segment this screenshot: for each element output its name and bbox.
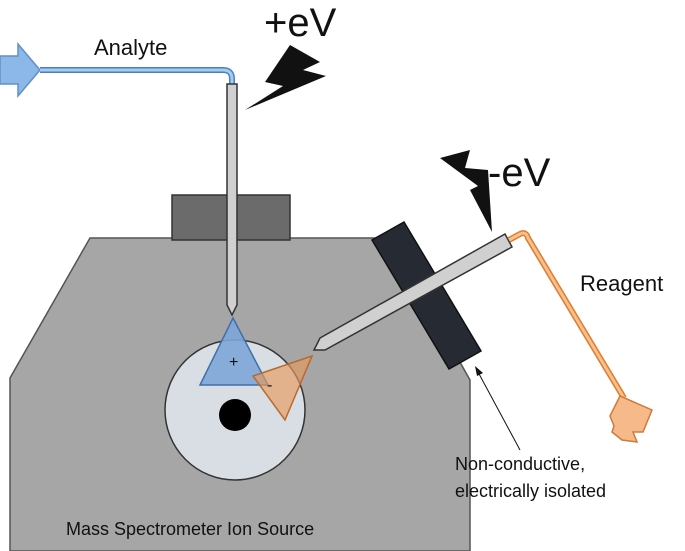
insulator-pointer-line bbox=[477, 371, 521, 451]
reagent-label: Reagent bbox=[580, 271, 663, 296]
insulator-pointer-arrowhead bbox=[475, 366, 483, 376]
inlet-orifice-hole bbox=[219, 399, 251, 431]
analyte-inlet-arrow bbox=[0, 41, 41, 99]
positive-voltage-label: +eV bbox=[264, 1, 337, 45]
analyte-tubing bbox=[40, 67, 235, 86]
plume-minus-sign: - bbox=[267, 377, 272, 394]
analyte-label: Analyte bbox=[94, 35, 167, 60]
reagent-plume bbox=[251, 354, 314, 422]
insulator-block bbox=[370, 220, 483, 371]
reagent-needle bbox=[312, 232, 514, 351]
insulator-note-line2: electrically isolated bbox=[455, 481, 606, 501]
plume-plus-sign: + bbox=[229, 354, 238, 371]
reagent-tubing bbox=[507, 230, 627, 400]
analyte-plume bbox=[198, 316, 270, 386]
positive-voltage-bolt-icon bbox=[245, 45, 326, 110]
insulator-note-line1: Non-conductive, bbox=[455, 454, 585, 474]
analyte-needle bbox=[226, 83, 238, 317]
ion-source-label: Mass Spectrometer Ion Source bbox=[66, 519, 314, 539]
reagent-inlet-arrow bbox=[609, 395, 653, 443]
negative-voltage-label: -eV bbox=[488, 151, 551, 195]
negative-voltage-bolt-icon bbox=[440, 150, 492, 232]
